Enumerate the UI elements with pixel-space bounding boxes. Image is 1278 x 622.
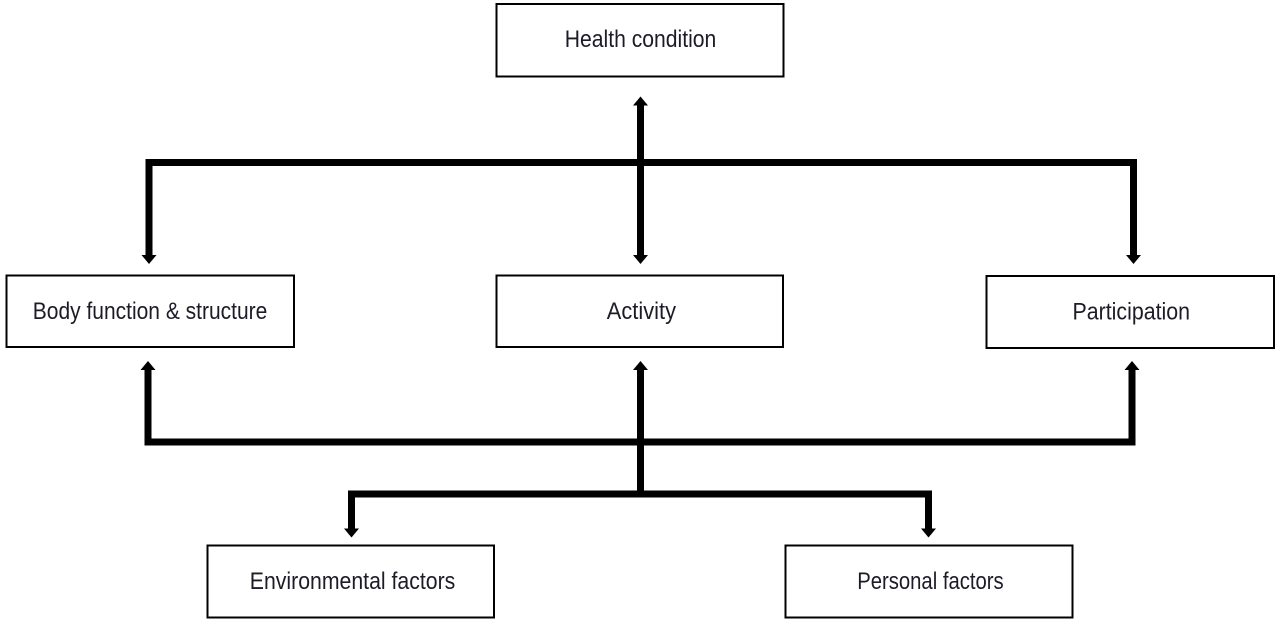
- svg-text:Health condition: Health condition: [565, 26, 717, 53]
- svg-text:Participation: Participation: [1073, 298, 1191, 325]
- svg-text:Environmental factors: Environmental factors: [250, 568, 455, 595]
- svg-text:Activity: Activity: [607, 298, 676, 325]
- svg-text:Body function & structure: Body function & structure: [33, 298, 267, 325]
- svg-text:Personal factors: Personal factors: [857, 568, 1004, 595]
